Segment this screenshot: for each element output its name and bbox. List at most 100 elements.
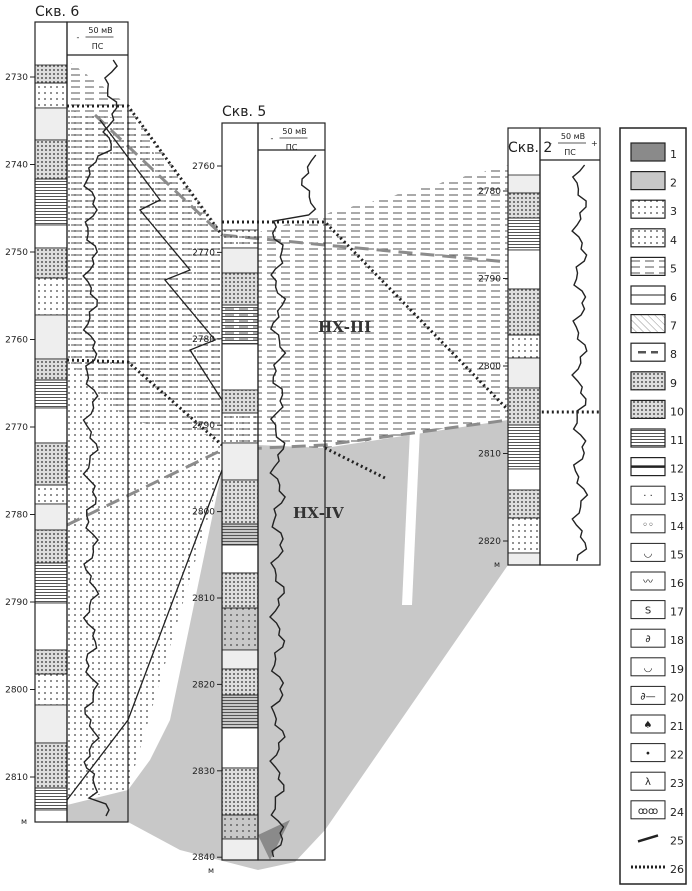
- depth-label: 2780: [192, 335, 215, 345]
- legend-item: 8: [630, 342, 677, 362]
- legend-number: 20: [670, 691, 684, 704]
- depth-label: 2810: [5, 773, 28, 783]
- depth-label: 2830: [192, 767, 215, 777]
- depth-unit: м: [494, 560, 500, 569]
- legend-item: •22: [630, 743, 684, 763]
- legend-symbol-icon: [630, 571, 666, 591]
- lithology-layer: [34, 82, 68, 109]
- legend-item: 4: [630, 228, 677, 248]
- legend-number: 7: [670, 320, 677, 333]
- lithology-layer: [221, 838, 259, 861]
- lithology-layer: [34, 742, 68, 789]
- lithology-layer: [34, 704, 68, 744]
- depth-label: 2790: [192, 421, 215, 431]
- legend-number: 13: [670, 491, 684, 504]
- legend-swatch: [630, 228, 666, 248]
- legend-swatch: [630, 399, 666, 419]
- legend-item: 7: [630, 314, 677, 334]
- lithology-layer: [507, 489, 541, 519]
- lithology-layer: [34, 809, 68, 823]
- svg-text:◦◦: ◦◦: [642, 520, 654, 531]
- depth-label: 2760: [192, 162, 215, 172]
- lithology-layer: [221, 229, 259, 249]
- log-label: ПС: [92, 42, 104, 51]
- depth-label: 2770: [5, 423, 28, 433]
- legend-item: 11: [630, 428, 684, 448]
- lithology-layer: [221, 272, 259, 306]
- legend-symbol-icon: [630, 600, 666, 620]
- minus-sign: -: [549, 139, 552, 148]
- svg-text:ꝏꝏ: ꝏꝏ: [638, 806, 658, 817]
- legend-symbol-icon: [630, 800, 666, 820]
- legend-symbol-icon: [630, 657, 666, 677]
- depth-label: 2820: [478, 537, 501, 547]
- scale-label: 50 мВ: [561, 132, 585, 141]
- zone-gap: [402, 428, 420, 605]
- sp-log-curve: [571, 164, 589, 562]
- legend-symbol-icon: [630, 628, 666, 648]
- legend-item: 25: [637, 834, 684, 847]
- depth-label: 2780: [478, 187, 501, 197]
- legend-swatch: [630, 371, 666, 391]
- lithology-layer: [221, 572, 259, 609]
- lithology-layer: [221, 304, 259, 345]
- lithology-layer: [34, 64, 68, 84]
- legend-symbol-icon: [630, 514, 666, 534]
- legend-symbol-icon: [630, 743, 666, 763]
- legend-number: 8: [670, 348, 677, 361]
- legend-number: 17: [670, 606, 684, 619]
- gray-dashed-lower: [66, 418, 509, 527]
- legend-number: 11: [670, 434, 684, 447]
- depth-label: 2730: [5, 73, 28, 83]
- lithology-layer: [34, 277, 68, 316]
- legend-number: 22: [670, 749, 684, 762]
- lithology-layer: [34, 602, 68, 651]
- horizon-label-nx-iii: НХ-III: [318, 318, 371, 336]
- lithology-layer: [221, 649, 259, 670]
- sp-log-curve: [269, 154, 317, 858]
- depth-label: 2740: [5, 161, 28, 171]
- legend-item: ◦◦ 14: [630, 514, 684, 534]
- gray-dashed-upper: [93, 113, 509, 264]
- lithology-layer: [34, 224, 68, 249]
- lithology-layer: [34, 529, 68, 564]
- legend-number: 15: [670, 548, 684, 561]
- lithology-layer: [507, 288, 541, 336]
- facies-boundary-1: [99, 119, 223, 401]
- legend-item: ∂—20: [630, 685, 684, 705]
- lithology-layer: [34, 442, 68, 486]
- legend-number: 3: [670, 205, 677, 218]
- lithology-layer: [507, 192, 541, 219]
- lithology-layer: [221, 442, 259, 481]
- lithology-layer: [34, 649, 68, 675]
- legend-swatch: [630, 256, 666, 276]
- svg-text:〰: 〰: [643, 577, 653, 588]
- log-column: [539, 127, 601, 566]
- legend-item: 1: [630, 142, 677, 162]
- lithology-layer: [221, 247, 259, 274]
- legend-swatch: [630, 428, 666, 448]
- log-label: ПС: [564, 148, 576, 157]
- lithology-layer: [507, 424, 541, 470]
- legend-number: 18: [670, 634, 684, 647]
- legend-number: 4: [670, 234, 677, 247]
- depth-label: 2760: [5, 336, 28, 346]
- legend-number: 26: [670, 863, 684, 876]
- svg-text:λ: λ: [645, 777, 651, 788]
- lithology-layer: [221, 694, 259, 729]
- svg-text:∂: ∂: [645, 634, 650, 645]
- legend-item: · ·13: [630, 485, 684, 505]
- legend-symbol-icon: [630, 485, 666, 505]
- legend-item: 9: [630, 371, 677, 391]
- lithology-layer: [221, 767, 259, 816]
- well-5: Скв. 550 мВ-ПС27602770278027902800281028…: [192, 104, 326, 875]
- legend-number: 5: [670, 262, 677, 275]
- dotted-line-low: [324, 446, 386, 480]
- legend-item: 10: [630, 399, 684, 419]
- sp-log-curve: [82, 59, 118, 817]
- legend-number: 6: [670, 291, 677, 304]
- depth-label: 2810: [192, 594, 215, 604]
- legend-number: 14: [670, 520, 684, 533]
